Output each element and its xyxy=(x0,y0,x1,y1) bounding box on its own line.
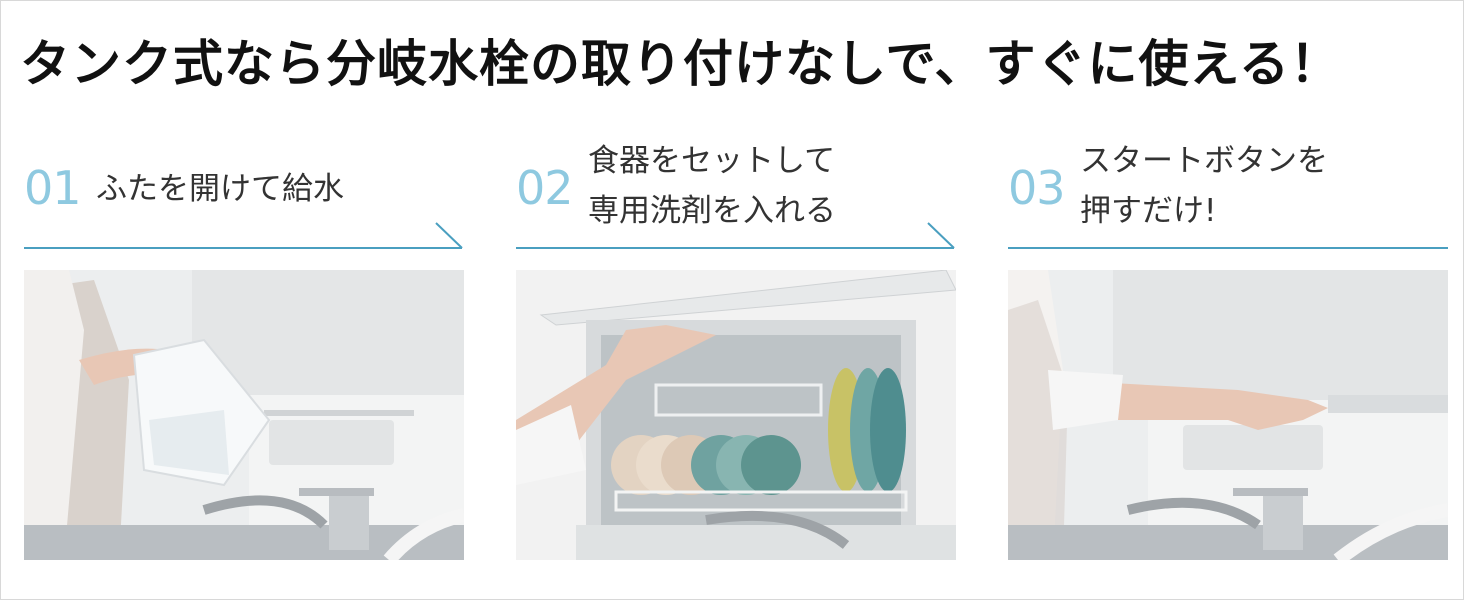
step-instruction: 食器をセットして 専用洗剤を入れる xyxy=(588,136,836,236)
step-3: 03 スタートボタンを 押すだけ! xyxy=(1008,136,1453,566)
step-rule xyxy=(1008,247,1448,249)
step-number: 03 xyxy=(1008,161,1066,215)
step-text-line: 押すだけ! xyxy=(1080,193,1217,229)
pressing-start-button-photo xyxy=(1008,270,1448,560)
step-number: 01 xyxy=(24,161,82,215)
step-text-line: 食器をセットして xyxy=(588,143,836,179)
headline: タンク式なら分岐水栓の取り付けなしで、すぐに使える！ xyxy=(20,35,1341,93)
step-arrow-rule xyxy=(516,222,955,249)
step-instruction: スタートボタンを 押すだけ! xyxy=(1080,136,1328,236)
step-text-line: ふたを開けて給水 xyxy=(96,171,344,207)
step-instruction: ふたを開けて給水 xyxy=(96,164,344,214)
step-2: 02 食器をセットして 専用洗剤を入れる xyxy=(516,136,961,566)
pouring-water-into-tank-photo xyxy=(24,270,464,560)
step-number: 02 xyxy=(516,161,574,215)
step-text-line: スタートボタンを xyxy=(1080,143,1328,179)
step-1: 01 ふたを開けて給水 xyxy=(24,136,469,566)
loading-dishes-photo xyxy=(516,270,956,560)
step-arrow-rule xyxy=(24,222,463,249)
step-text-line: 専用洗剤を入れる xyxy=(588,193,836,229)
